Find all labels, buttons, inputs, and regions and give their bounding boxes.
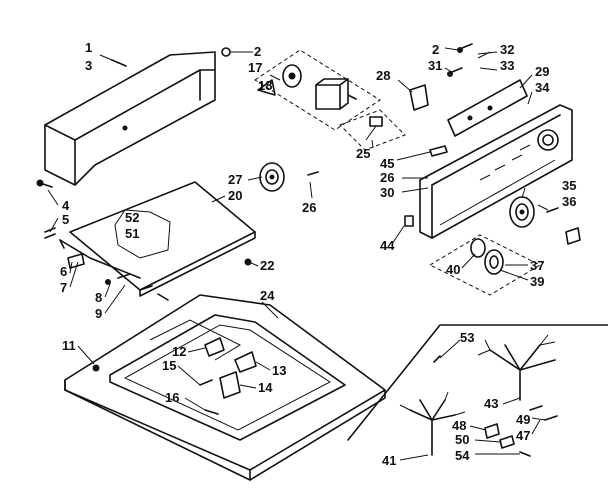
callout-30: 30 xyxy=(380,185,394,200)
clip-part-36 xyxy=(546,207,559,213)
callout-18: 18 xyxy=(258,78,272,93)
callout-54: 54 xyxy=(455,448,470,463)
callout-12: 12 xyxy=(172,344,186,359)
callout-52: 52 xyxy=(125,210,139,225)
callout-51: 51 xyxy=(125,226,139,241)
callout-4: 4 xyxy=(62,198,70,213)
screw-part-1 xyxy=(99,54,127,67)
callout-53: 53 xyxy=(460,330,474,345)
screw-part-4 xyxy=(36,179,53,188)
callout-8: 8 xyxy=(95,290,102,305)
callout-3: 3 xyxy=(85,58,92,73)
callout-20: 20 xyxy=(228,188,242,203)
callout-34: 34 xyxy=(535,80,550,95)
knob-part-35 xyxy=(509,196,535,228)
callout-50: 50 xyxy=(455,432,469,447)
callout-17: 17 xyxy=(248,60,262,75)
callout-13: 13 xyxy=(272,363,286,378)
hinge-parts-8-9 xyxy=(105,273,169,301)
callout-48: 48 xyxy=(452,418,466,433)
knob-assembly-40-39 xyxy=(428,234,542,296)
callout-44: 44 xyxy=(380,238,395,253)
callout-15: 15 xyxy=(162,358,176,373)
callout-16: 16 xyxy=(165,390,179,405)
callout-35: 35 xyxy=(562,178,576,193)
callout-49: 49 xyxy=(516,412,530,427)
clip-parts-5 xyxy=(44,227,56,239)
callout-5: 5 xyxy=(62,212,69,227)
callout-6: 6 xyxy=(60,264,67,279)
callout-41: 41 xyxy=(382,453,396,468)
callout-9: 9 xyxy=(95,306,102,321)
callout-1: 1 xyxy=(85,40,92,55)
wiring-harness-inset xyxy=(347,324,608,457)
callout-11: 11 xyxy=(62,338,76,353)
callout-47: 47 xyxy=(516,428,530,443)
callout-37: 37 xyxy=(530,258,544,273)
callout-28: 28 xyxy=(376,68,390,83)
console-back-cover xyxy=(44,51,216,186)
callout-27: 27 xyxy=(228,172,242,187)
part-28 xyxy=(409,84,429,111)
control-console-panel xyxy=(419,79,573,239)
pump-part-27 xyxy=(259,162,319,192)
timer-bracket xyxy=(254,49,381,131)
callout-25: 25 xyxy=(356,146,370,161)
bracket-parts-6-7 xyxy=(67,253,85,269)
callout-32: 32 xyxy=(500,42,514,57)
callout-36: 36 xyxy=(562,194,576,209)
cabinet-top xyxy=(64,294,386,481)
callout-43: 43 xyxy=(484,396,498,411)
callout-2-b: 2 xyxy=(432,42,439,57)
callout-45: 45 xyxy=(380,156,394,171)
callout-14: 14 xyxy=(258,380,273,395)
callout-labels: 1 2 3 17 18 2 32 31 33 28 29 34 25 45 26… xyxy=(60,40,576,468)
callout-26: 26 xyxy=(380,170,394,185)
part-44 xyxy=(404,215,414,227)
callout-40: 40 xyxy=(446,262,460,277)
callout-33: 33 xyxy=(500,58,514,73)
callout-29: 29 xyxy=(535,64,549,79)
callout-7: 7 xyxy=(60,280,67,295)
leader-lines xyxy=(47,47,549,461)
callout-24: 24 xyxy=(260,288,275,303)
part-45 xyxy=(429,145,448,157)
callout-31: 31 xyxy=(428,58,442,73)
knob-part-37 xyxy=(565,227,581,245)
callout-22: 22 xyxy=(260,258,274,273)
callout-2: 2 xyxy=(254,44,261,59)
switch-part-25 xyxy=(339,109,406,151)
top-panel-lid xyxy=(59,181,256,297)
callout-39: 39 xyxy=(530,274,544,289)
callout-26-b: 26 xyxy=(302,200,316,215)
